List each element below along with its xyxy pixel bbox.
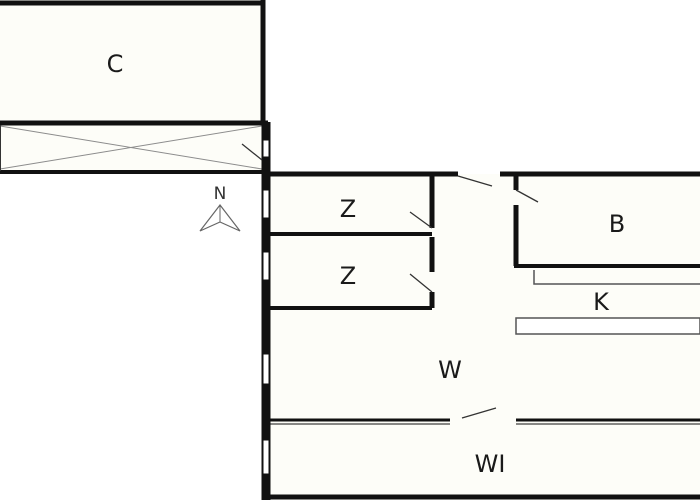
label-room-2: Z <box>340 262 356 290</box>
room-labels: C Z Z B K W WI <box>107 50 626 478</box>
label-kitchen: K <box>593 288 610 316</box>
front-door <box>457 175 493 187</box>
west-windows <box>262 139 270 475</box>
label-bathroom: B <box>609 210 625 238</box>
apartment-floor <box>266 174 700 500</box>
label-carport: C <box>107 50 124 78</box>
label-living: W <box>438 356 462 384</box>
north-label: N <box>214 184 227 204</box>
north-arrow: N <box>199 184 241 232</box>
bedroom-1-door <box>409 211 433 229</box>
bedroom-walls <box>270 176 435 310</box>
passage-cross-b <box>0 125 263 170</box>
label-room-1: Z <box>340 195 356 223</box>
label-wintergarden: WI <box>475 450 506 478</box>
door-swings <box>241 143 539 419</box>
carport-walls <box>0 0 266 122</box>
wintergarden-door <box>461 407 497 419</box>
bathroom-door <box>515 189 539 203</box>
passage-door <box>241 143 263 161</box>
covered-passage <box>0 120 268 174</box>
carport-floor <box>0 0 264 120</box>
outer-walls <box>261 122 700 500</box>
wintergarden-partition <box>270 418 700 425</box>
bedroom-2-door <box>409 273 433 293</box>
bathroom-walls <box>513 176 700 268</box>
kitchen-counters <box>515 270 700 335</box>
